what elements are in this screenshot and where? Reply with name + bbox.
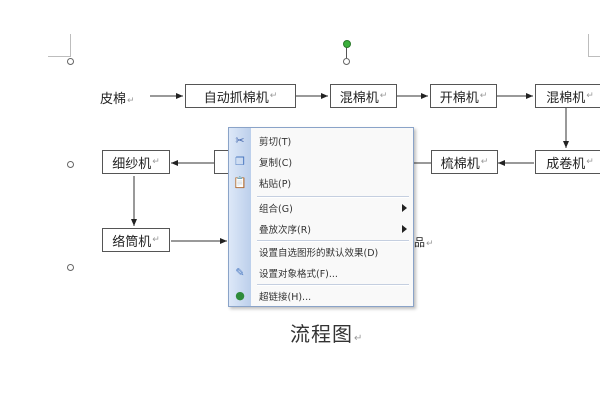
selection-handle-top-left[interactable] [67,58,74,65]
menu-item-hyperlink[interactable]: ● 超链接(H)... [235,286,413,306]
context-menu: ✂ 剪切(T) ❐ 复制(C) 📋 粘贴(P) 组合(G) 叠放次序(R) 设置… [228,127,414,307]
flowchart-box-lap-former[interactable]: 成卷机↵ [535,150,600,174]
submenu-arrow-icon [402,204,407,212]
paste-icon: 📋 [233,176,247,189]
flowchart-box-auto-plucker[interactable]: 自动抓棉机↵ [185,84,296,108]
partially-hidden-label: 品↵ [414,236,434,249]
flowchart-box-winding[interactable]: 络筒机↵ [102,228,170,252]
rotate-handle-stem [346,45,347,58]
menu-separator [257,240,409,242]
rotate-handle[interactable] [343,40,351,48]
flowchart-box-mixer-1[interactable]: 混棉机↵ [330,84,397,108]
menu-item-group[interactable]: 组合(G) [251,198,413,218]
copy-icon: ❐ [235,155,245,168]
scissors-icon: ✂ [235,134,245,147]
menu-separator [257,196,409,198]
input-label-raw-cotton: 皮棉↵ [100,92,135,107]
menu-item-format-object[interactable]: ✎ 设置对象格式(F)... [235,263,413,283]
context-menu-icon-strip [229,128,251,306]
flowchart-box-spinning[interactable]: 细纱机↵ [102,150,170,174]
page-corner-mark-top-left [48,34,71,57]
format-object-icon: ✎ [235,266,245,279]
flowchart-box-mixer-2[interactable]: 混棉机↵ [535,84,600,108]
menu-item-cut[interactable]: ✂ 剪切(T) [235,131,413,151]
hyperlink-icon: ● [235,289,245,302]
diagram-caption: 流程图↵ [290,322,364,346]
page-corner-mark-top-right [588,34,600,57]
selection-handle-middle-left[interactable] [67,161,74,168]
flowchart-box-opener[interactable]: 开棉机↵ [430,84,497,108]
submenu-arrow-icon [402,225,407,233]
menu-item-order[interactable]: 叠放次序(R) [251,219,413,239]
flowchart-box-carding[interactable]: 梳棉机↵ [431,150,498,174]
menu-item-paste[interactable]: 📋 粘贴(P) [233,176,292,190]
menu-item-copy[interactable]: ❐ 复制(C) [235,152,413,172]
menu-separator [257,284,409,286]
menu-item-set-autoshape-defaults[interactable]: 设置自选图形的默认效果(D) [259,248,379,259]
selection-handle-bottom-left[interactable] [67,264,74,271]
selection-handle-top-center[interactable] [343,58,350,65]
